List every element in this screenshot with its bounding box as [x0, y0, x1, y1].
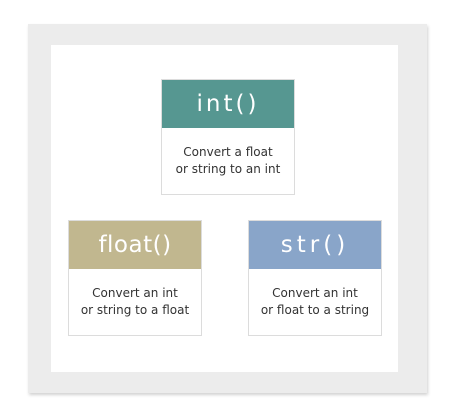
float-card: float() Convert an int or string to a fl…: [68, 220, 202, 336]
diagram-frame: int() Convert a float or string to an in…: [28, 24, 427, 393]
str-card-description-line-2: or float to a string: [260, 303, 370, 317]
str-card-description-line-1: Convert an int: [272, 286, 358, 300]
int-card-description-line-1: Convert a float: [183, 145, 273, 159]
int-card-description: Convert a float or string to an int: [162, 128, 294, 194]
float-card-description-line-1: Convert an int: [92, 286, 178, 300]
int-card-title: int(): [162, 80, 294, 128]
str-card-description: Convert an int or float to a string: [249, 269, 381, 335]
float-card-description-line-2: or string to a float: [80, 303, 190, 317]
int-card-description-line-2: or string to an int: [175, 162, 281, 176]
float-card-title: float(): [69, 221, 201, 269]
diagram-panel: int() Convert a float or string to an in…: [51, 45, 398, 372]
int-card: int() Convert a float or string to an in…: [161, 79, 295, 195]
float-card-description: Convert an int or string to a float: [69, 269, 201, 335]
str-card-title: str(): [249, 221, 381, 269]
str-card: str() Convert an int or float to a strin…: [248, 220, 382, 336]
